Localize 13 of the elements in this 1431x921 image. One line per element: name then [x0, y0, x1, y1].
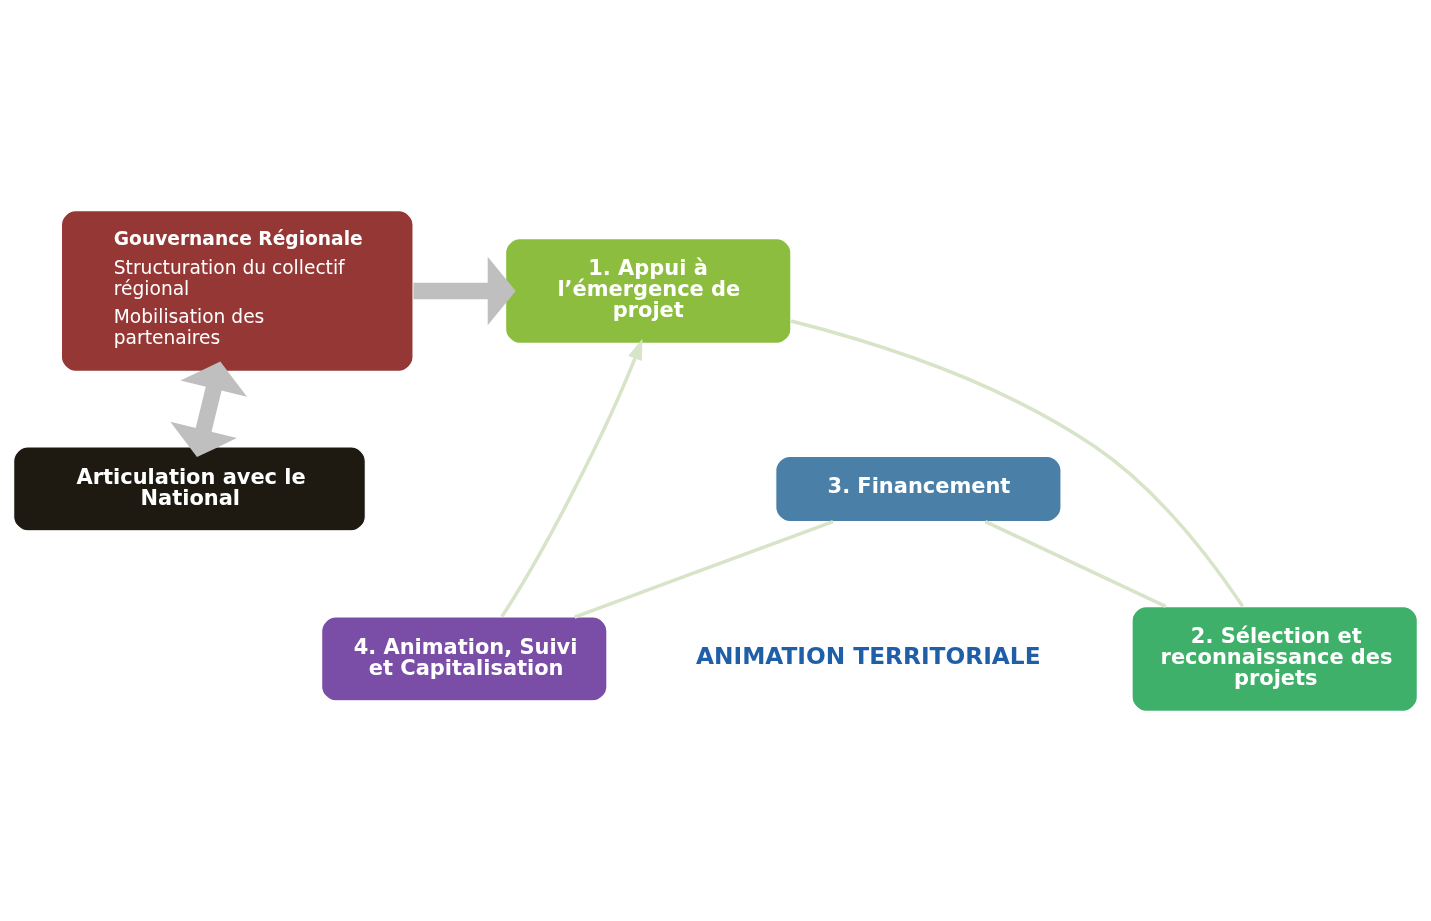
node-box: 3. Financement — [775, 455, 1062, 522]
arrow — [500, 338, 643, 618]
node-box: 4. Animation, Suivi et Capitalisation — [321, 615, 608, 701]
arrow — [413, 256, 516, 325]
connector — [984, 519, 1167, 608]
connector — [574, 519, 834, 619]
node-box: Articulation avec le National — [13, 445, 366, 531]
label: ANIMATION TERRITORIALE — [696, 641, 1041, 669]
node-box: Gouvernance Régionale Structuration du collectif régional Mobilisation des partenaires — [60, 209, 414, 372]
connector — [790, 318, 1245, 607]
node-box: 1. Appui à l’émergence de projet — [505, 237, 792, 344]
node-box: 2. Sélection et reconnaissance des projets — [1131, 605, 1418, 712]
arrow — [170, 361, 247, 457]
